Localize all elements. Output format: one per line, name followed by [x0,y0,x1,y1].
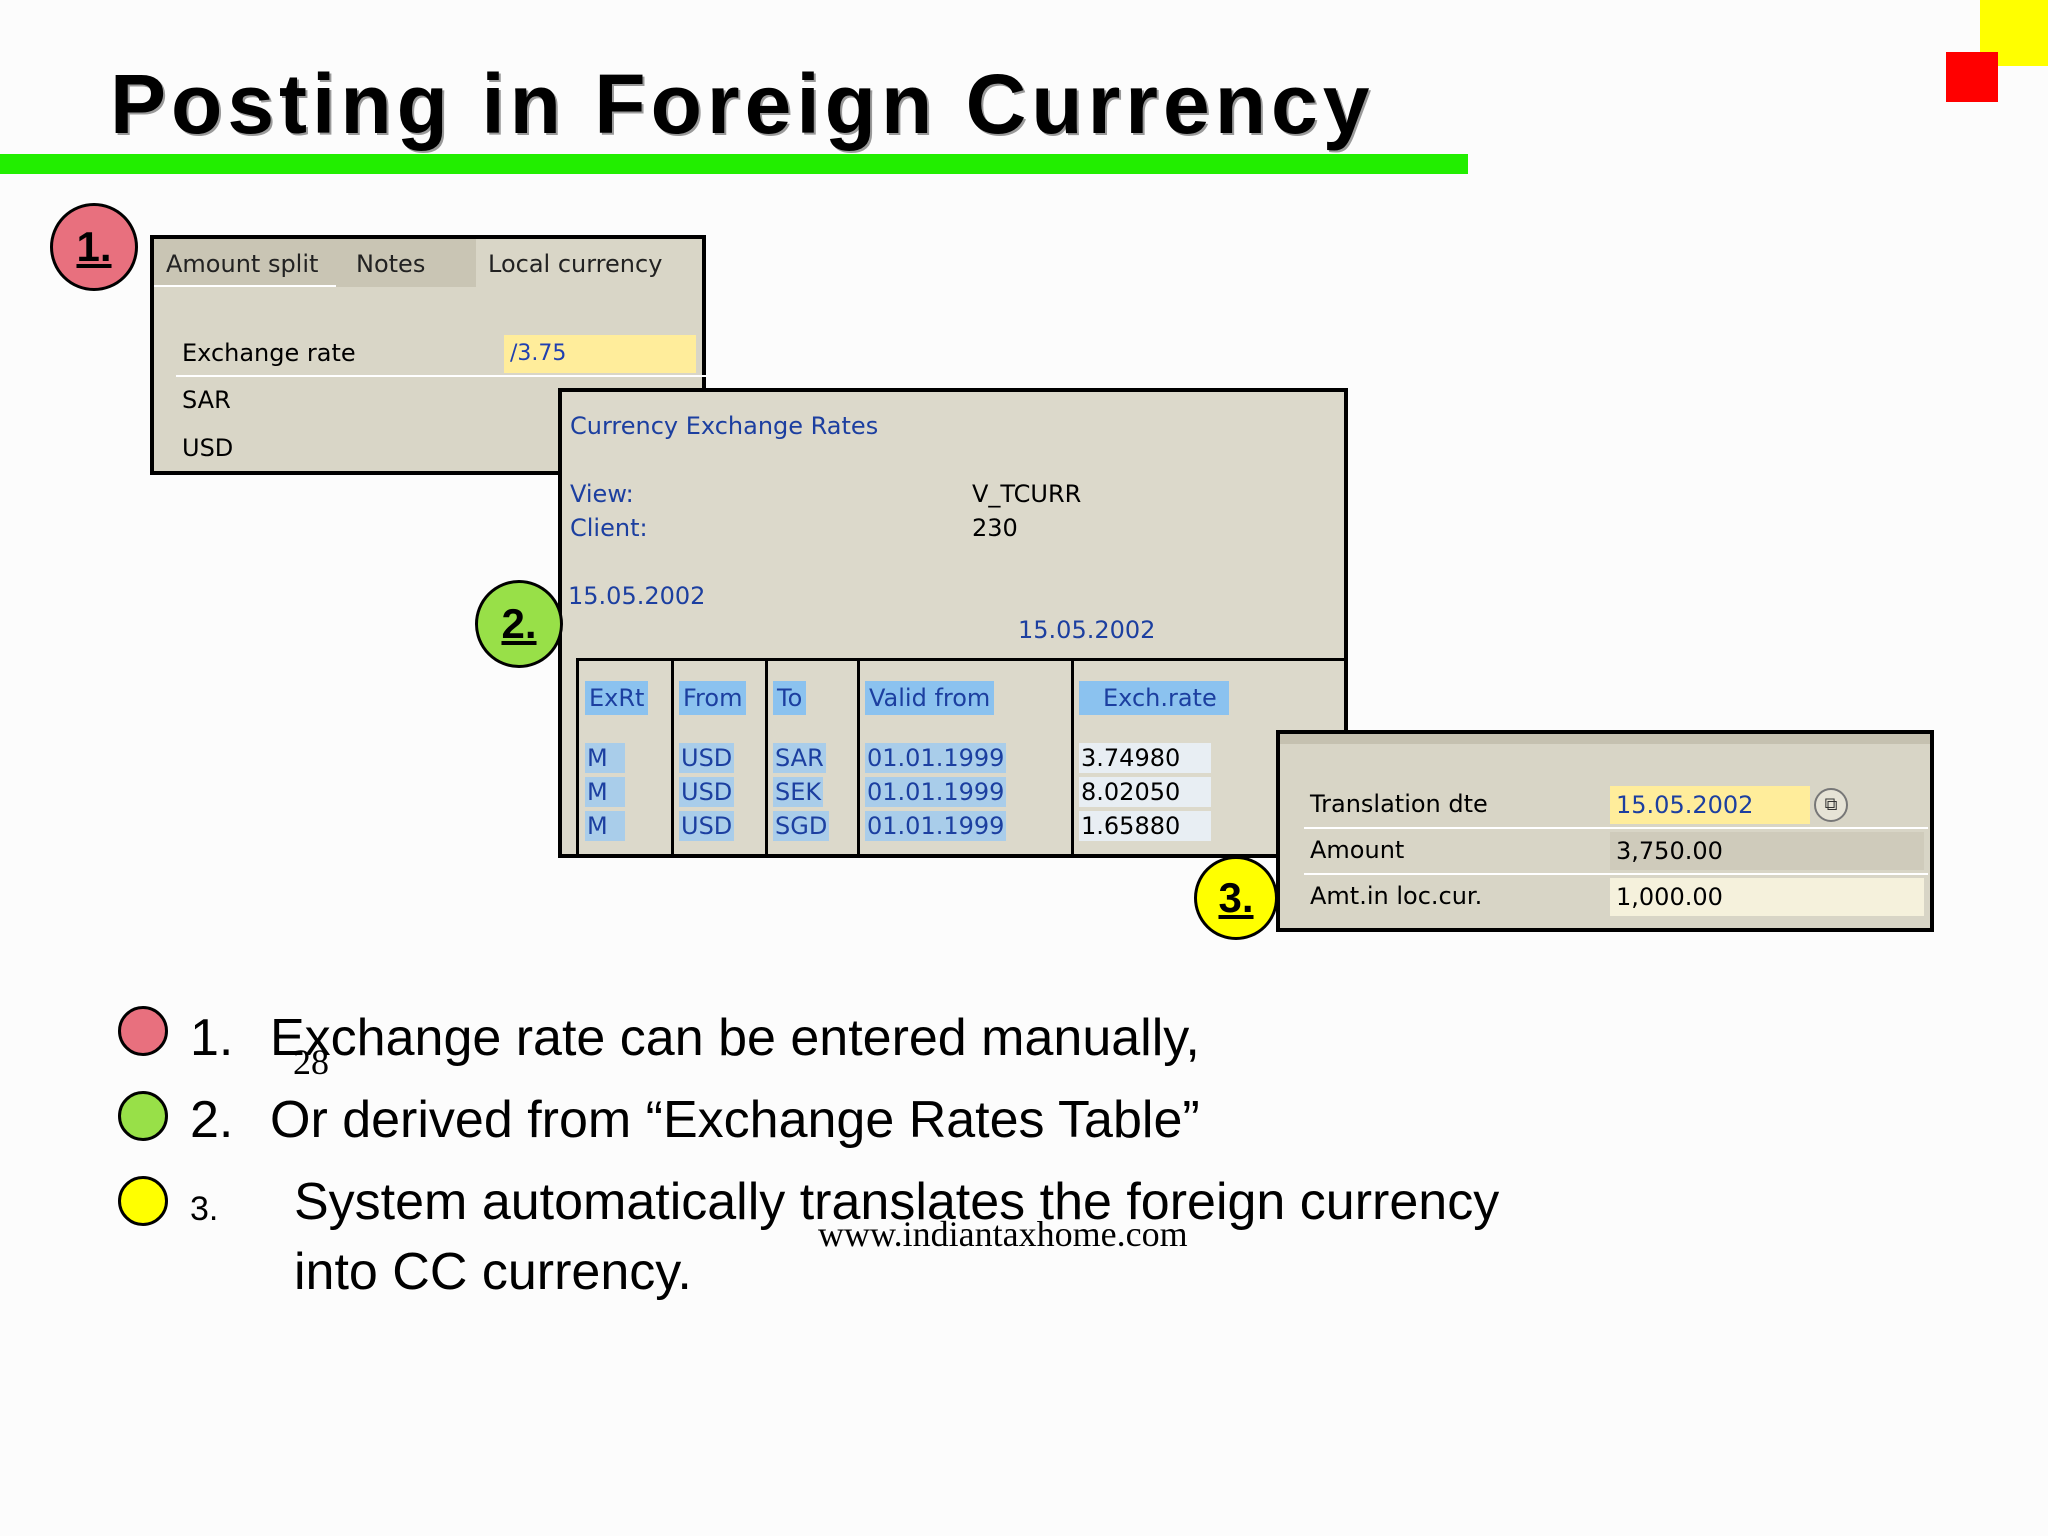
tab-notes[interactable]: Notes [344,239,481,287]
date-picker-icon[interactable]: ⧉ [1814,788,1848,822]
page-number: 28 [293,1042,329,1082]
column-header-valid-from[interactable]: Valid from [865,681,995,715]
currency-usd-label: USD [182,434,234,462]
decor-red-square [1946,52,1998,102]
table-cell[interactable]: SEK [773,777,824,807]
column-header-to[interactable]: To [773,681,807,715]
step-badge-1: 1. [50,203,138,291]
view-value: V_TCURR [972,480,1082,508]
translation-panel: Translation dte 15.05.2002 ⧉ Amount 3,75… [1276,730,1934,932]
bullet-dot-yellow [118,1176,168,1226]
client-value: 230 [972,514,1018,542]
tab-separator [154,285,336,287]
slide-title: Posting in Foreign Currency [110,57,1375,151]
amount-label: Amount [1310,836,1405,864]
exchange-rate-label: Exchange rate [182,339,356,367]
table-cell[interactable]: M [585,743,625,773]
panel-top-bar [1280,734,1930,744]
table-cell[interactable]: 01.01.1999 [865,777,1007,807]
step-badge-3: 3. [1194,856,1278,940]
currency-exchange-rates-panel: Currency Exchange Rates View: V_TCURR Cl… [558,388,1348,858]
step-badge-2: 2. [475,580,563,668]
bullet-dot-pink [118,1006,168,1056]
column-divider [765,661,768,857]
date-left: 15.05.2002 [568,582,706,610]
translation-date-label: Translation dte [1310,790,1488,818]
translation-date-input[interactable]: 15.05.2002 [1610,786,1810,824]
row-divider [1304,873,1928,875]
view-label: View: [570,480,634,508]
tab-amount-split[interactable]: Amount split [154,239,361,287]
column-header-exch-rate[interactable]: Exch.rate [1079,681,1229,715]
bullet-number: 1. [190,1009,234,1067]
bullet-number: 2. [190,1091,234,1149]
exchange-rates-table: ExRt From To Valid from Exch.rate M USD … [576,658,1348,857]
table-cell[interactable]: M [585,777,625,807]
title-underline [0,154,1468,174]
bullet-number: 3. [190,1190,219,1228]
column-header-exrt[interactable]: ExRt [585,681,649,715]
column-divider [671,661,674,857]
column-header-from[interactable]: From [679,681,747,715]
bullet-text: Or derived from “Exchange Rates Table” [270,1091,1200,1149]
currency-sar-label: SAR [182,386,231,414]
exchange-rate-input[interactable]: /3.75 [504,335,696,373]
amount-value[interactable]: 3,750.00 [1610,832,1924,870]
date-right: 15.05.2002 [1018,616,1156,644]
table-cell[interactable]: 8.02050 [1079,777,1211,807]
bullet-text: System automatically translates the fore… [294,1173,1500,1231]
panel-title: Currency Exchange Rates [570,412,879,440]
footer-url: www.indiantaxhome.com [818,1214,1188,1254]
bullet-text-continued: into CC currency. [294,1243,692,1301]
table-cell[interactable]: 1.65880 [1079,811,1211,841]
column-divider [1071,661,1074,857]
table-cell[interactable]: USD [679,811,735,841]
table-cell[interactable]: 01.01.1999 [865,743,1007,773]
table-cell[interactable]: 01.01.1999 [865,811,1007,841]
bullet-dot-green [118,1091,168,1141]
row-divider [1304,827,1928,829]
amount-local-currency-label: Amt.in loc.cur. [1310,882,1483,910]
table-cell[interactable]: USD [679,743,735,773]
table-cell[interactable]: USD [679,777,735,807]
client-label: Client: [570,514,648,542]
tab-local-currency[interactable]: Local currency [476,239,700,287]
table-cell[interactable]: SGD [773,811,830,841]
amount-local-currency-value[interactable]: 1,000.00 [1610,878,1924,916]
table-cell[interactable]: 3.74980 [1079,743,1211,773]
column-divider [857,661,860,857]
bullet-text: Exchange rate can be entered manually, [270,1009,1200,1067]
table-cell[interactable]: M [585,811,625,841]
table-cell[interactable]: SAR [773,743,826,773]
row-divider [176,375,706,377]
exchange-rate-panel: Amount split Notes Local currency Exchan… [150,235,706,475]
